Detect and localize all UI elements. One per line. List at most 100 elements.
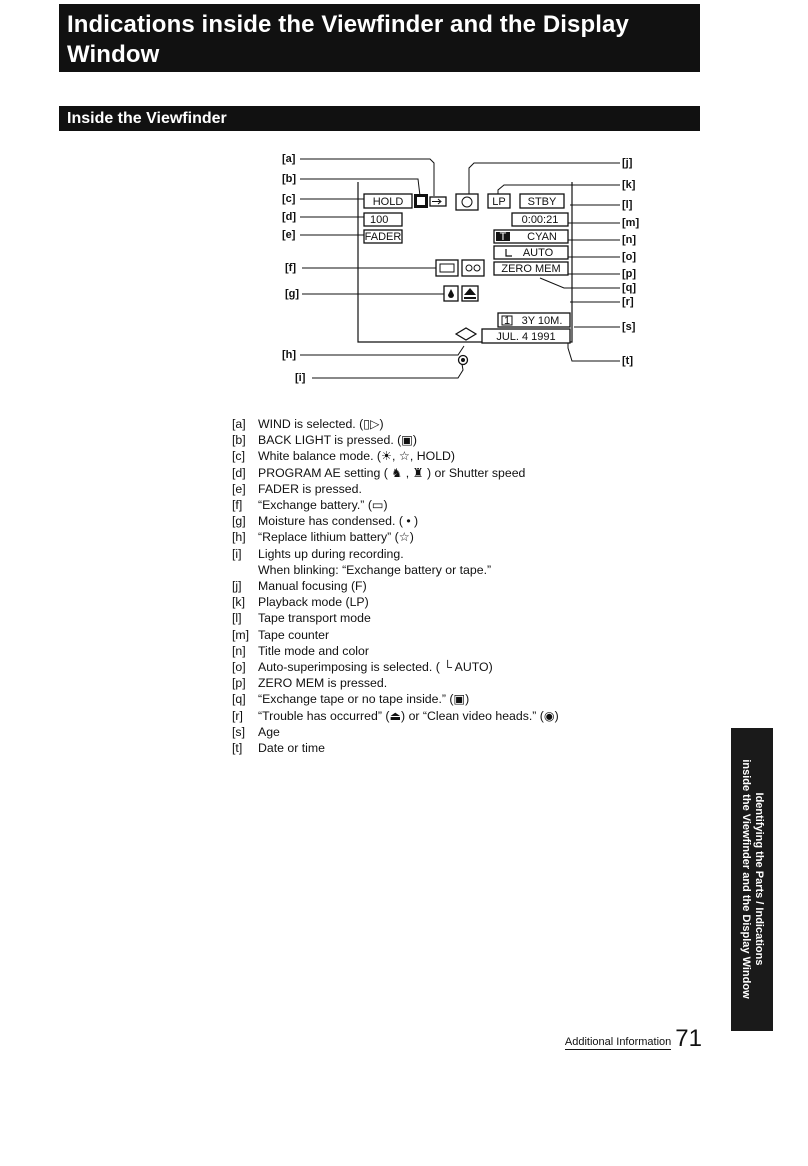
legend-key: [j] <box>232 579 242 594</box>
top-indicator-row: HOLD LP STBY <box>363 193 565 211</box>
fader-box <box>363 229 403 244</box>
lp-label: LP <box>492 196 505 208</box>
legend-item: [a]WIND is selected. (▯▷) <box>232 416 652 432</box>
legend-item: [e]FADER is pressed. <box>232 481 652 497</box>
legend-key: [q] <box>232 692 246 707</box>
legend-item: [m]Tape counter <box>232 627 652 643</box>
legend-item: [b]BACK LIGHT is pressed. (▣) <box>232 432 652 448</box>
legend-key: [l] <box>232 611 242 626</box>
legend-item: [p]ZERO MEM is pressed. <box>232 675 652 691</box>
callout-f: [f] <box>285 262 296 274</box>
legend-key: [m] <box>232 627 250 642</box>
callout-d: [d] <box>282 211 296 223</box>
legend-text: Playback mode (LP) <box>258 595 369 610</box>
fader-label: FADER <box>365 231 402 243</box>
callout-b: [b] <box>282 173 296 185</box>
page-title-line-2: Window <box>67 41 160 68</box>
legend-text: Manual focusing (F) <box>258 579 367 594</box>
legend-text: PROGRAM AE setting ( ♞ , ♜ ) or Shutter … <box>258 465 526 480</box>
footer-section: Additional Information <box>564 1036 672 1050</box>
hold-label: HOLD <box>373 196 404 208</box>
callout-l: [l] <box>622 199 633 211</box>
legend-text: White balance mode. (☀, ☆, HOLD) <box>258 449 456 464</box>
legend-item: [h]“Replace lithium battery” (☆) <box>232 529 652 545</box>
age-label: 3Y 10M. <box>522 315 563 327</box>
legend-item: [s]Age <box>232 724 652 740</box>
callout-a: [a] <box>282 153 296 165</box>
title-color-label: CYAN <box>527 231 557 243</box>
superimpose-icon <box>505 249 512 257</box>
legend-key: [p] <box>232 676 246 691</box>
legend-item: [t] Date or time <box>232 740 652 756</box>
battery-icon <box>435 259 459 277</box>
callout-j: [j] <box>622 157 633 169</box>
title-mark-box <box>496 232 510 241</box>
legend-key: [s] <box>232 724 245 739</box>
side-tab-line-1: Identifying the Parts / Indications <box>753 792 765 966</box>
recording-lamp-dot <box>461 358 465 362</box>
legend-text: “Exchange battery.” (▭) <box>258 498 388 513</box>
callout-q: [q] <box>622 282 636 294</box>
legend-key: [t] <box>232 741 243 756</box>
legend-item: [j] Manual focusing (F) <box>232 578 652 594</box>
lithium-battery-icon <box>454 327 478 341</box>
legend-text: BACK LIGHT is pressed. (▣) <box>258 433 417 448</box>
legend-text: Title mode and color <box>258 643 369 658</box>
legend-key: [f] <box>232 498 243 513</box>
tape-icon-reel-left <box>465 264 473 272</box>
stby-box <box>519 193 565 209</box>
legend-key <box>232 562 258 578</box>
callout-s: [s] <box>622 321 636 333</box>
battery-icon-inner <box>439 263 455 273</box>
legend-text: When blinking: “Exchange battery or tape… <box>258 562 492 577</box>
legend-key: [c] <box>232 449 245 464</box>
legend-item: [r]“Trouble has occurred” (⏏) or “Clean … <box>232 708 652 724</box>
wind-icon <box>429 196 447 207</box>
side-tab-line-2: inside the Viewfinder and the Display Wi… <box>740 759 752 999</box>
callout-p: [p] <box>622 268 636 280</box>
page-number: 71 <box>675 1025 702 1052</box>
legend-text: Date or time <box>258 741 325 756</box>
lp-box <box>487 193 511 209</box>
auto-label: AUTO <box>523 247 554 259</box>
legend-item: [k] Playback mode (LP) <box>232 594 652 610</box>
legend-item: [g]Moisture has condensed. ( • ) <box>232 513 652 529</box>
tape-icon-reel-right <box>473 264 481 272</box>
legend-item: [o]Auto-superimposing is selected. ( └ A… <box>232 659 652 675</box>
callout-n: [n] <box>622 234 636 246</box>
legend-text: Tape transport mode <box>258 611 371 626</box>
callout-e: [e] <box>282 229 296 241</box>
legend-text: Moisture has condensed. ( • ) <box>258 514 419 529</box>
shutter-box <box>363 212 403 227</box>
legend-key: [e] <box>232 481 246 496</box>
callout-o: [o] <box>622 251 636 263</box>
page-footer: Additional Information 71 <box>564 1025 702 1052</box>
callout-m: [m] <box>622 217 639 229</box>
wind-arrow-icon <box>432 198 442 205</box>
page-title-line-1: Indications inside the Viewfinder and th… <box>67 11 629 38</box>
legend-key: [o] <box>232 660 246 675</box>
legend-list: [a]WIND is selected. (▯▷)[b]BACK LIGHT i… <box>232 416 652 756</box>
counter-box <box>511 212 569 227</box>
date-label: JUL. 4 1991 <box>496 331 555 343</box>
eject-symbol-icon <box>464 288 476 299</box>
legend-item: [d]PROGRAM AE setting ( ♞ , ♜ ) or Shutt… <box>232 465 652 481</box>
callout-k: [k] <box>622 179 636 191</box>
legend-text: “Replace lithium battery” (☆) <box>258 530 414 545</box>
backlight-icon-inner <box>417 197 425 205</box>
callout-r: [r] <box>622 296 634 308</box>
viewfinder-frame <box>357 182 573 343</box>
zero-mem-box <box>493 261 569 276</box>
auto-box <box>493 245 569 260</box>
legend-key: [i] <box>232 546 242 561</box>
viewfinder-diagram: [a] [b] [c] [d] [e] [f] [g] [h] [i] [j] … <box>280 150 660 395</box>
manual-focus-icon-circle <box>461 196 473 208</box>
legend-key: [n] <box>232 643 246 658</box>
legend-key: [k] <box>232 595 245 610</box>
legend-item: [i]Lights up during recording. <box>232 546 652 562</box>
counter-label: 0:00:21 <box>522 214 559 226</box>
legend-item: When blinking: “Exchange battery or tape… <box>232 562 652 578</box>
age-box <box>497 312 571 328</box>
zero-mem-label: ZERO MEM <box>501 263 560 275</box>
age-index-box <box>501 315 513 326</box>
